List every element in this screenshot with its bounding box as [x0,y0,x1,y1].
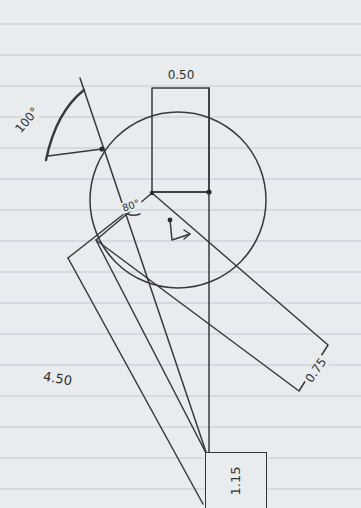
arm-left-edge [68,258,203,504]
dimension-label: 80° [119,196,143,214]
angle-line [48,149,102,156]
axis-arrowhead [184,230,190,239]
dimension-label: 0.50 [166,69,197,82]
dimension-label: 4.50 [40,369,75,389]
arm-inner-edge [96,240,207,455]
rotated-rectangle [96,193,328,391]
dimension-box: 1.15 [205,452,267,508]
circle-outline [90,112,266,288]
long-diagonal [80,78,207,455]
point-dot [150,191,154,195]
vertical-line [208,88,210,455]
radius-line [152,191,209,193]
angle-arc [46,90,84,160]
point-dot [99,146,104,151]
dimension-value: 1.15 [229,467,243,496]
axis-symbol [170,220,190,240]
ruled-lines [0,24,361,489]
point-dot [206,189,211,194]
point-dot [168,218,173,223]
dimension-label: 0.75 [302,355,330,388]
top-rectangle [152,88,209,192]
dimension-label: 100° [11,104,42,138]
